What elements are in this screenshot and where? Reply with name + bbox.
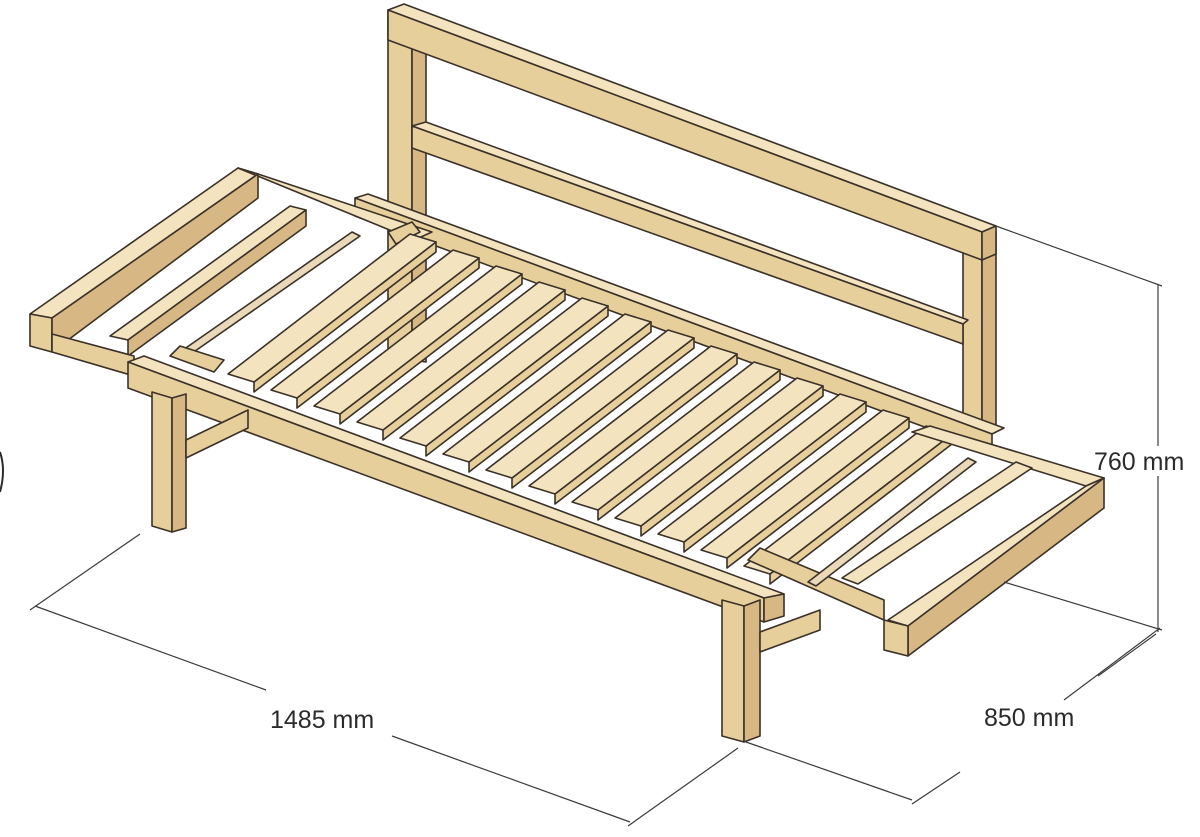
backrest-top-rail [387,3,997,233]
dimension-depth: 850 mm [745,627,1161,805]
rear-seat-rail [354,193,1005,453]
seat-slat [571,361,781,511]
dimension-length: 1485 mm [29,533,739,827]
seat-slat [227,233,437,383]
height-dimension-label: 760 mm [1094,448,1184,476]
right-extension [747,425,1105,657]
seat-slat [657,393,867,543]
depth-dimension-label: 850 mm [984,704,1074,732]
front-left-leg [151,391,173,533]
dimension-height: 760 mm [995,225,1184,632]
seat-slat [313,265,523,415]
seat-slat [270,249,480,399]
seat-slat [528,345,738,495]
seat-slat [399,297,609,447]
length-dimension-label: 1485 mm [270,706,374,734]
backrest-right-post [962,231,983,431]
seat-slats [227,233,953,585]
left-extension [29,167,433,377]
cropped-edge-mark [0,451,4,493]
legs [151,391,821,743]
front-seat-rail [127,355,785,623]
seat-slat [356,281,566,431]
front-right-leg [721,599,745,743]
seat-slat [442,313,652,463]
seat-slat [700,409,910,559]
seat-slat [614,377,824,527]
right-extension-rod [807,457,977,587]
backrest [387,3,997,431]
seat-slat [485,329,695,479]
